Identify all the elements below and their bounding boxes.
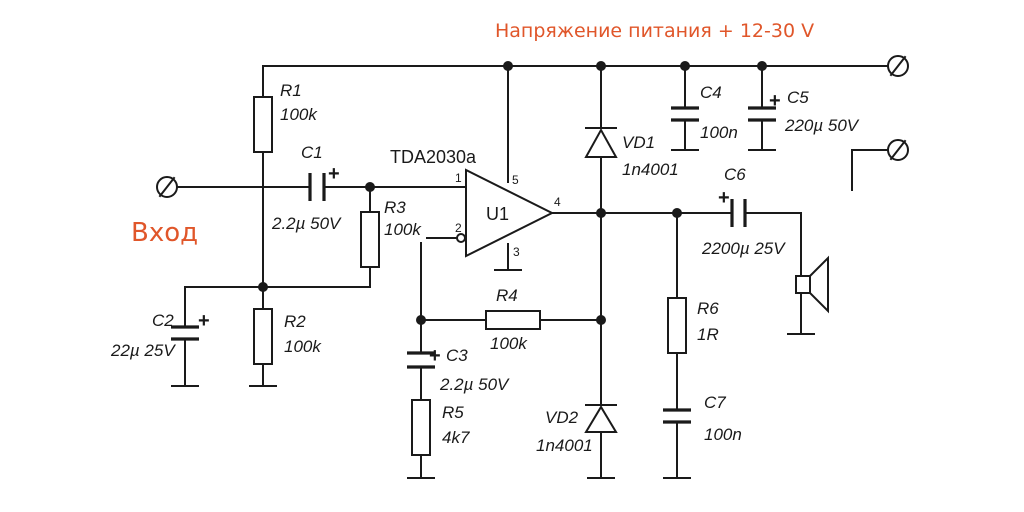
vd2-ref: VD2 — [545, 408, 579, 427]
svg-text:+: + — [429, 345, 441, 367]
pin-4-label: 4 — [554, 195, 561, 209]
resistor-r6 — [667, 297, 687, 354]
capacitor-c2 — [171, 325, 199, 341]
vd1-value: 1n4001 — [622, 160, 679, 179]
c6-value: 2200µ 25V — [701, 239, 786, 258]
c3-value: 2.2µ 50V — [439, 375, 510, 394]
resistor-r3 — [360, 211, 380, 268]
resistor-r2 — [253, 308, 273, 365]
svg-text:+: + — [769, 90, 781, 112]
pin-3-label: 3 — [513, 245, 520, 259]
resistor-r1 — [253, 96, 273, 153]
c7-ref: C7 — [704, 393, 726, 412]
polarity-marks: + + + + + — [198, 90, 781, 367]
ic-part-label: TDA2030a — [390, 147, 477, 167]
capacitor-c6 — [730, 199, 747, 227]
c1-value: 2.2µ 50V — [271, 214, 342, 233]
svg-text:+: + — [328, 163, 340, 185]
junctions — [258, 61, 767, 325]
diode-vd1 — [584, 127, 618, 158]
r3-value: 100k — [384, 220, 422, 239]
speaker-icon — [795, 255, 829, 314]
capacitor-c1 — [308, 173, 326, 201]
c3-ref: C3 — [446, 346, 468, 365]
r2-ref: R2 — [284, 312, 306, 331]
terminal-supply — [887, 55, 909, 77]
supply-voltage-label: Напряжение питания + 12-30 V — [495, 20, 814, 42]
svg-text:+: + — [718, 187, 730, 209]
capacitor-c7 — [663, 408, 691, 424]
vd2-value: 1n4001 — [536, 436, 593, 455]
u1-label: U1 — [486, 204, 509, 224]
c6-ref: C6 — [724, 165, 746, 184]
c4-ref: C4 — [700, 83, 722, 102]
r4-value: 100k — [490, 334, 528, 353]
r2-value: 100k — [284, 337, 322, 356]
r5-ref: R5 — [442, 403, 464, 422]
c2-ref: C2 — [152, 311, 174, 330]
c4-value: 100n — [700, 123, 738, 142]
r1-ref: R1 — [280, 81, 302, 100]
capacitor-c4 — [671, 106, 699, 122]
vd1-ref: VD1 — [622, 133, 655, 152]
pin-2-label: 2 — [455, 221, 462, 235]
c2-value: 22µ 25V — [110, 341, 176, 360]
c7-value: 100n — [704, 425, 742, 444]
pin-1-label: 1 — [455, 171, 462, 185]
diode-vd2 — [584, 404, 618, 433]
resistor-r4 — [485, 310, 541, 330]
r1-value: 100k — [280, 105, 318, 124]
r6-ref: R6 — [697, 299, 719, 318]
capacitor-c3 — [407, 351, 435, 369]
terminal-input — [156, 176, 178, 198]
r4-ref: R4 — [496, 286, 518, 305]
capacitor-c5 — [748, 106, 776, 122]
pin-5-label: 5 — [512, 173, 519, 187]
r3-ref: R3 — [384, 198, 406, 217]
c5-value: 220µ 50V — [784, 116, 860, 135]
input-label: Вход — [131, 218, 198, 248]
c5-ref: C5 — [787, 88, 809, 107]
r5-value: 4k7 — [442, 428, 470, 447]
resistor-r5 — [411, 399, 431, 456]
svg-text:+: + — [198, 310, 210, 332]
wires — [171, 65, 889, 479]
r6-value: 1R — [697, 325, 719, 344]
c1-ref: C1 — [301, 143, 323, 162]
terminal-ground — [887, 139, 909, 161]
opamp-u1 — [456, 168, 555, 258]
